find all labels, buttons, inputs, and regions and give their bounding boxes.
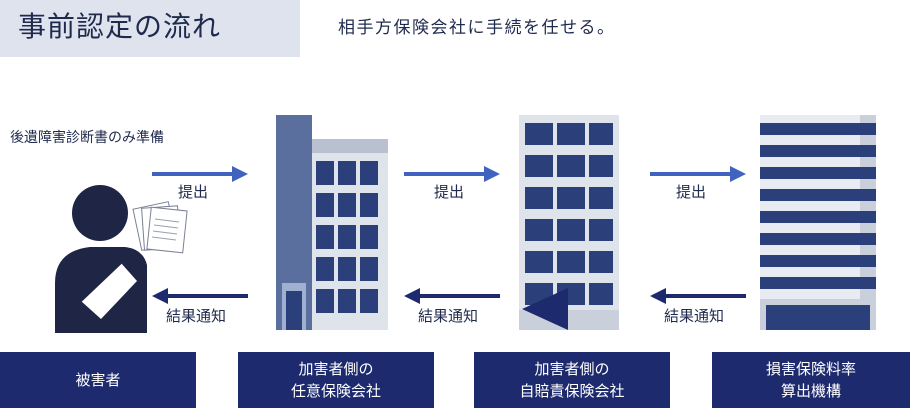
party-victim: 被害者	[0, 352, 196, 408]
result-arrow-2	[404, 288, 500, 304]
result-label-2: 結果通知	[418, 307, 479, 325]
building-rating-organization	[760, 115, 876, 330]
documents-note: 後遺障害診断書のみ準備	[10, 130, 164, 146]
party-compulsory-insurer: 加害者側の 自賠責保険会社	[474, 352, 670, 408]
title-banner: 事前認定の流れ	[0, 0, 300, 57]
page-title: 事前認定の流れ	[18, 10, 222, 43]
submit-arrow-2	[404, 166, 500, 182]
party-victim-label: 被害者	[75, 371, 121, 389]
result-arrow-3	[650, 288, 746, 304]
submit-arrow-1	[152, 166, 248, 182]
submit-label-2: 提出	[434, 183, 465, 201]
submit-arrow-3	[650, 166, 746, 182]
party-rating-organization: 損害保険料率 算出機構	[712, 352, 910, 408]
submit-label-3: 提出	[676, 183, 707, 201]
result-label-3: 結果通知	[664, 307, 725, 325]
party-voluntary-insurer: 加害者側の 任意保険会社	[238, 352, 434, 408]
victim-illustration	[55, 185, 188, 333]
building-compulsory-insurer	[519, 115, 619, 330]
party-compulsory-insurer-label: 加害者側の 自賠責保険会社	[519, 360, 625, 400]
party-voluntary-insurer-label: 加害者側の 任意保険会社	[290, 360, 381, 400]
building-voluntary-insurer	[276, 115, 388, 330]
submit-label-1: 提出	[178, 183, 209, 201]
page-subtitle: 相手方保険会社に手続を任せる。	[338, 18, 616, 38]
documents-icon	[132, 201, 188, 254]
result-label-1: 結果通知	[166, 307, 227, 325]
party-rating-organization-label: 損害保険料率 算出機構	[765, 360, 856, 400]
result-arrow-1	[152, 288, 248, 304]
result-triangle-accent	[522, 288, 568, 330]
